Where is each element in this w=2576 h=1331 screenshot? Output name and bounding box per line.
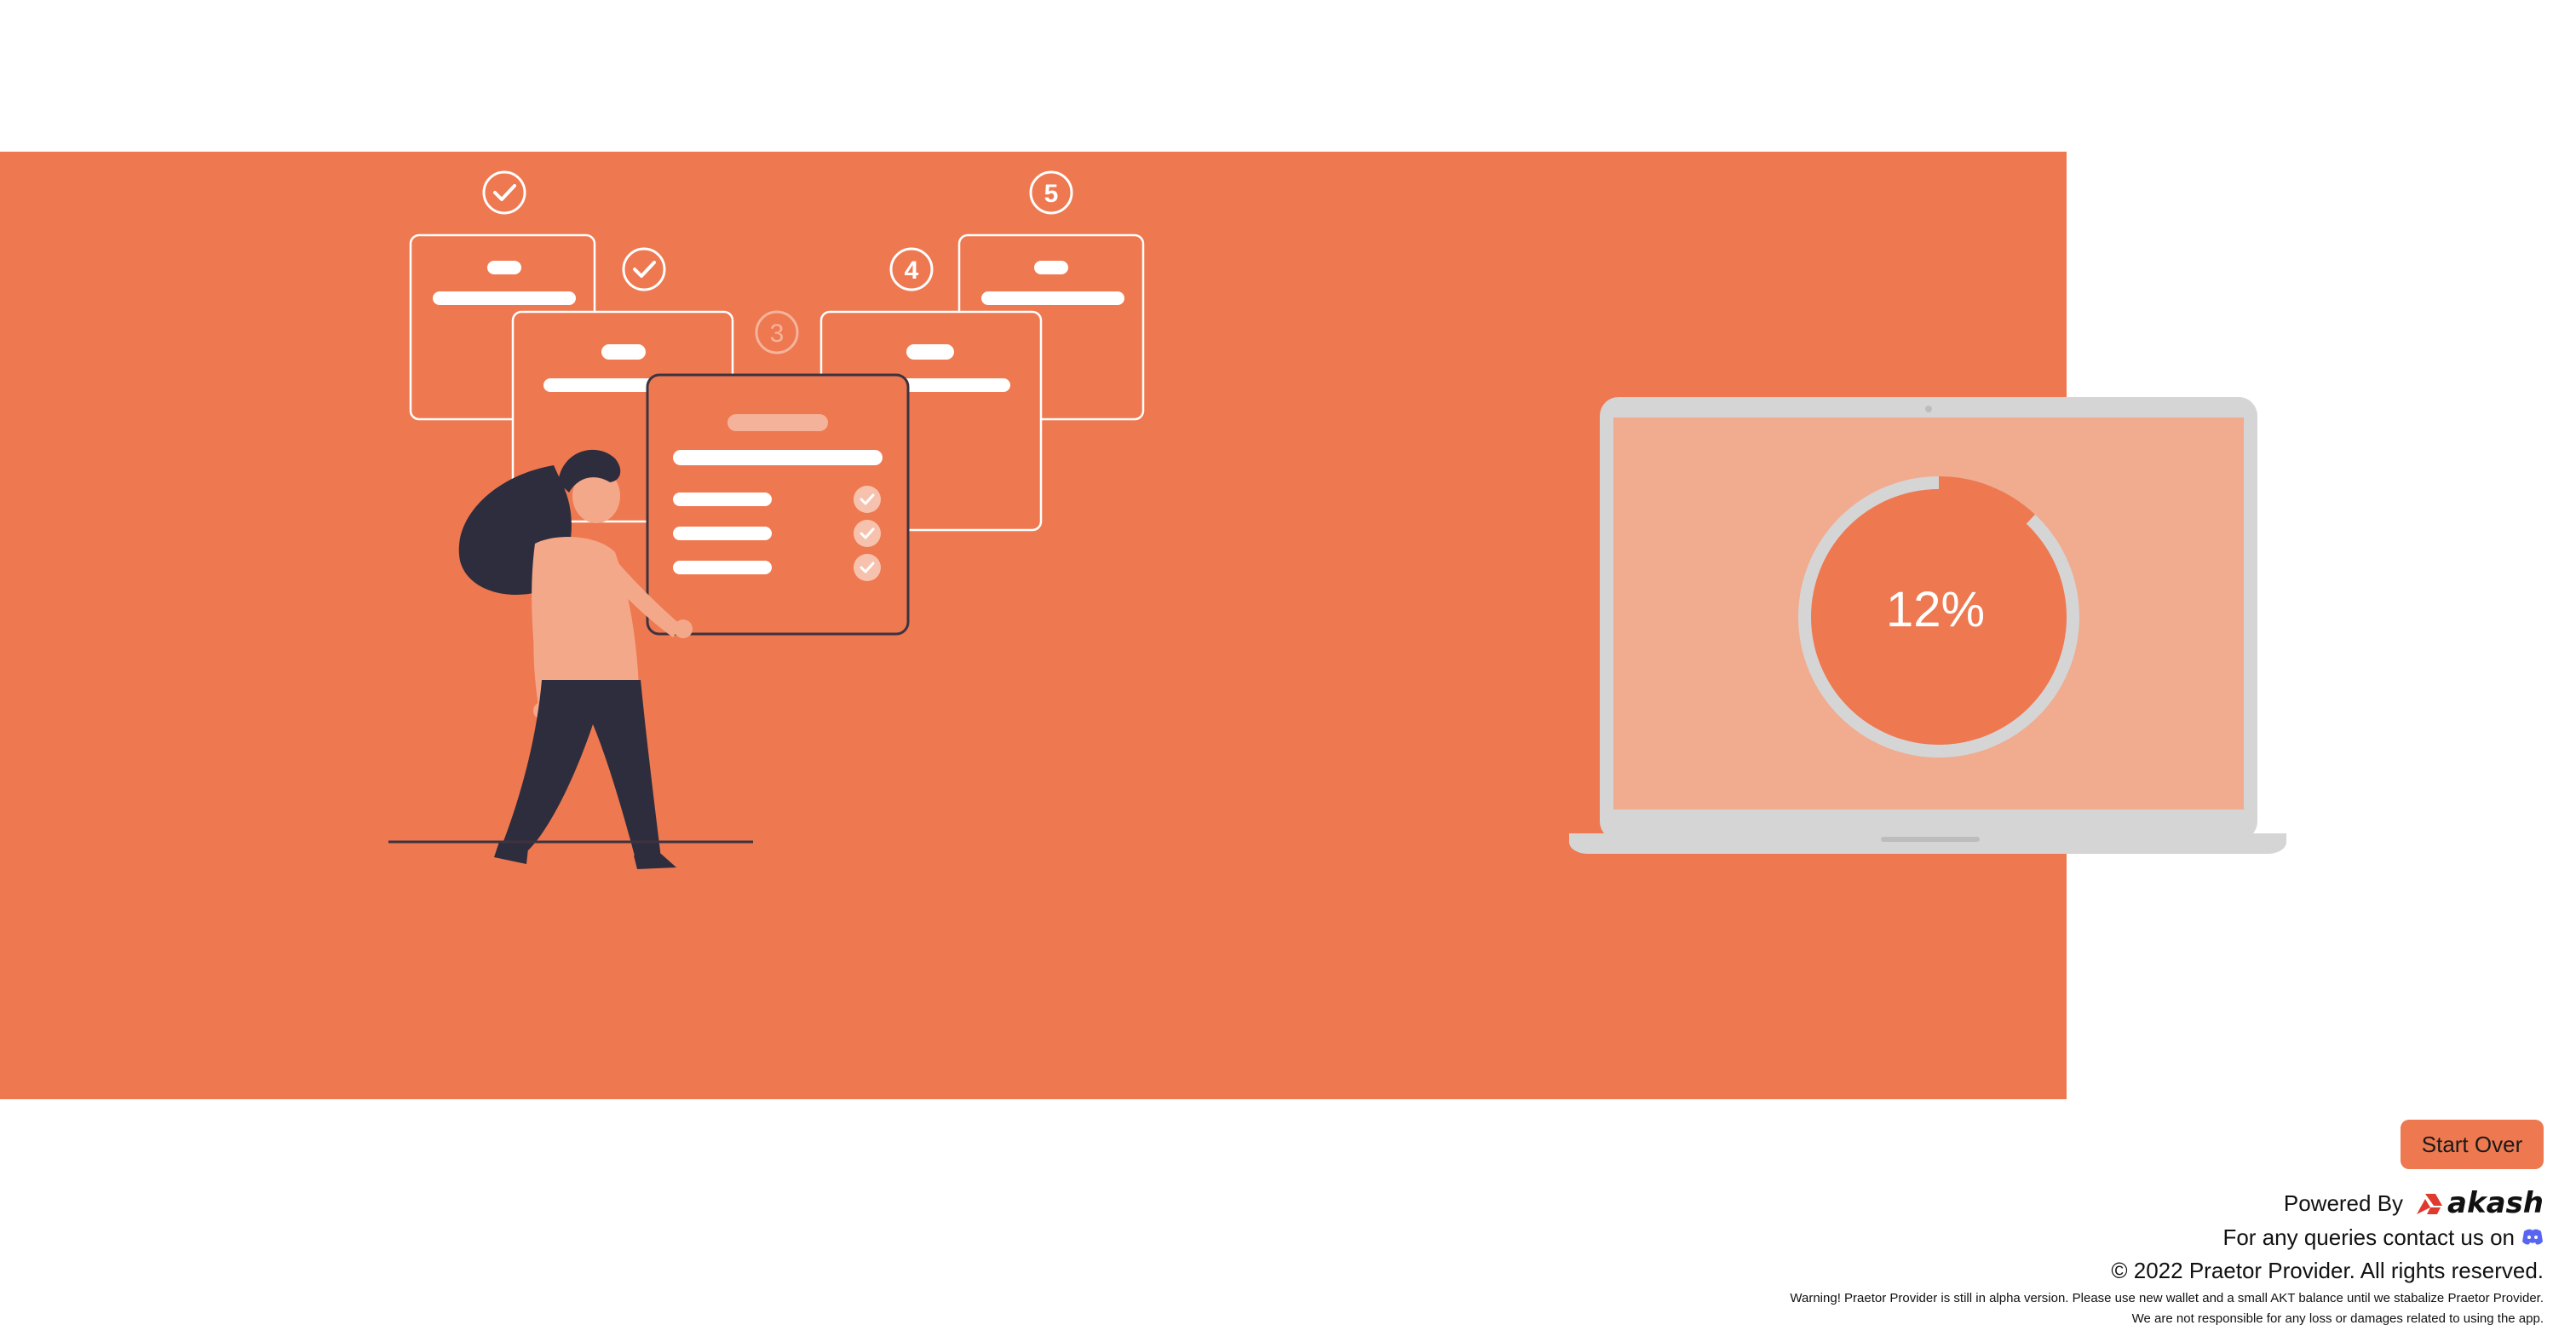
step-5-badge: 5	[1029, 170, 1073, 215]
warning-line-2: We are not responsible for any loss or d…	[2131, 1311, 2544, 1326]
akash-logo-icon	[2417, 1194, 2443, 1214]
step-3-card	[646, 373, 910, 636]
progress-ring-fill	[1798, 476, 2079, 758]
akash-logo[interactable]: akash	[2410, 1186, 2544, 1220]
checklist-check-icon	[854, 486, 881, 513]
start-over-button[interactable]: Start Over	[2401, 1120, 2544, 1169]
step-2-check-icon	[622, 247, 666, 291]
step-1-check-icon	[482, 170, 526, 215]
step-3-label: 3	[770, 320, 785, 348]
laptop-base	[1569, 833, 2286, 854]
powered-by: Powered By akash	[1790, 1184, 2544, 1222]
step-1-card	[409, 170, 596, 421]
page-footer: Powered By akash For any queries contact…	[1790, 1184, 2544, 1329]
copyright-text: © 2022 Praetor Provider. All rights rese…	[2111, 1258, 2544, 1283]
warning-line-1: Warning! Praetor Provider is still in al…	[1790, 1291, 2544, 1305]
install-subtitle: This process may take few minutes, Pleas…	[333, 1219, 1200, 1249]
contact-line: For any queries contact us on	[1790, 1222, 2544, 1253]
akash-logo-text: akash	[2447, 1186, 2544, 1220]
install-illustration: 5 4	[388, 170, 1145, 869]
progress-ring-core	[1811, 489, 2067, 745]
step-4-badge: 4	[889, 247, 934, 291]
contact-text: For any queries contact us on	[2222, 1224, 2515, 1250]
checklist-check-icon	[854, 520, 881, 547]
step-4-label: 4	[905, 256, 919, 285]
step-5-label: 5	[1044, 180, 1059, 208]
step-3-badge: 3	[755, 310, 799, 354]
progress-percent: 12%	[1885, 582, 1986, 637]
powered-by-label: Powered By	[2283, 1190, 2404, 1216]
laptop-camera	[1925, 406, 1932, 412]
progress-ring	[1798, 476, 2079, 758]
install-title: Installing dependencies	[337, 1107, 1196, 1191]
woman-figure-illustration	[458, 449, 693, 869]
checklist-check-icon	[854, 554, 881, 581]
discord-icon[interactable]	[2521, 1228, 2544, 1247]
laptop-illustration	[1569, 397, 2286, 854]
